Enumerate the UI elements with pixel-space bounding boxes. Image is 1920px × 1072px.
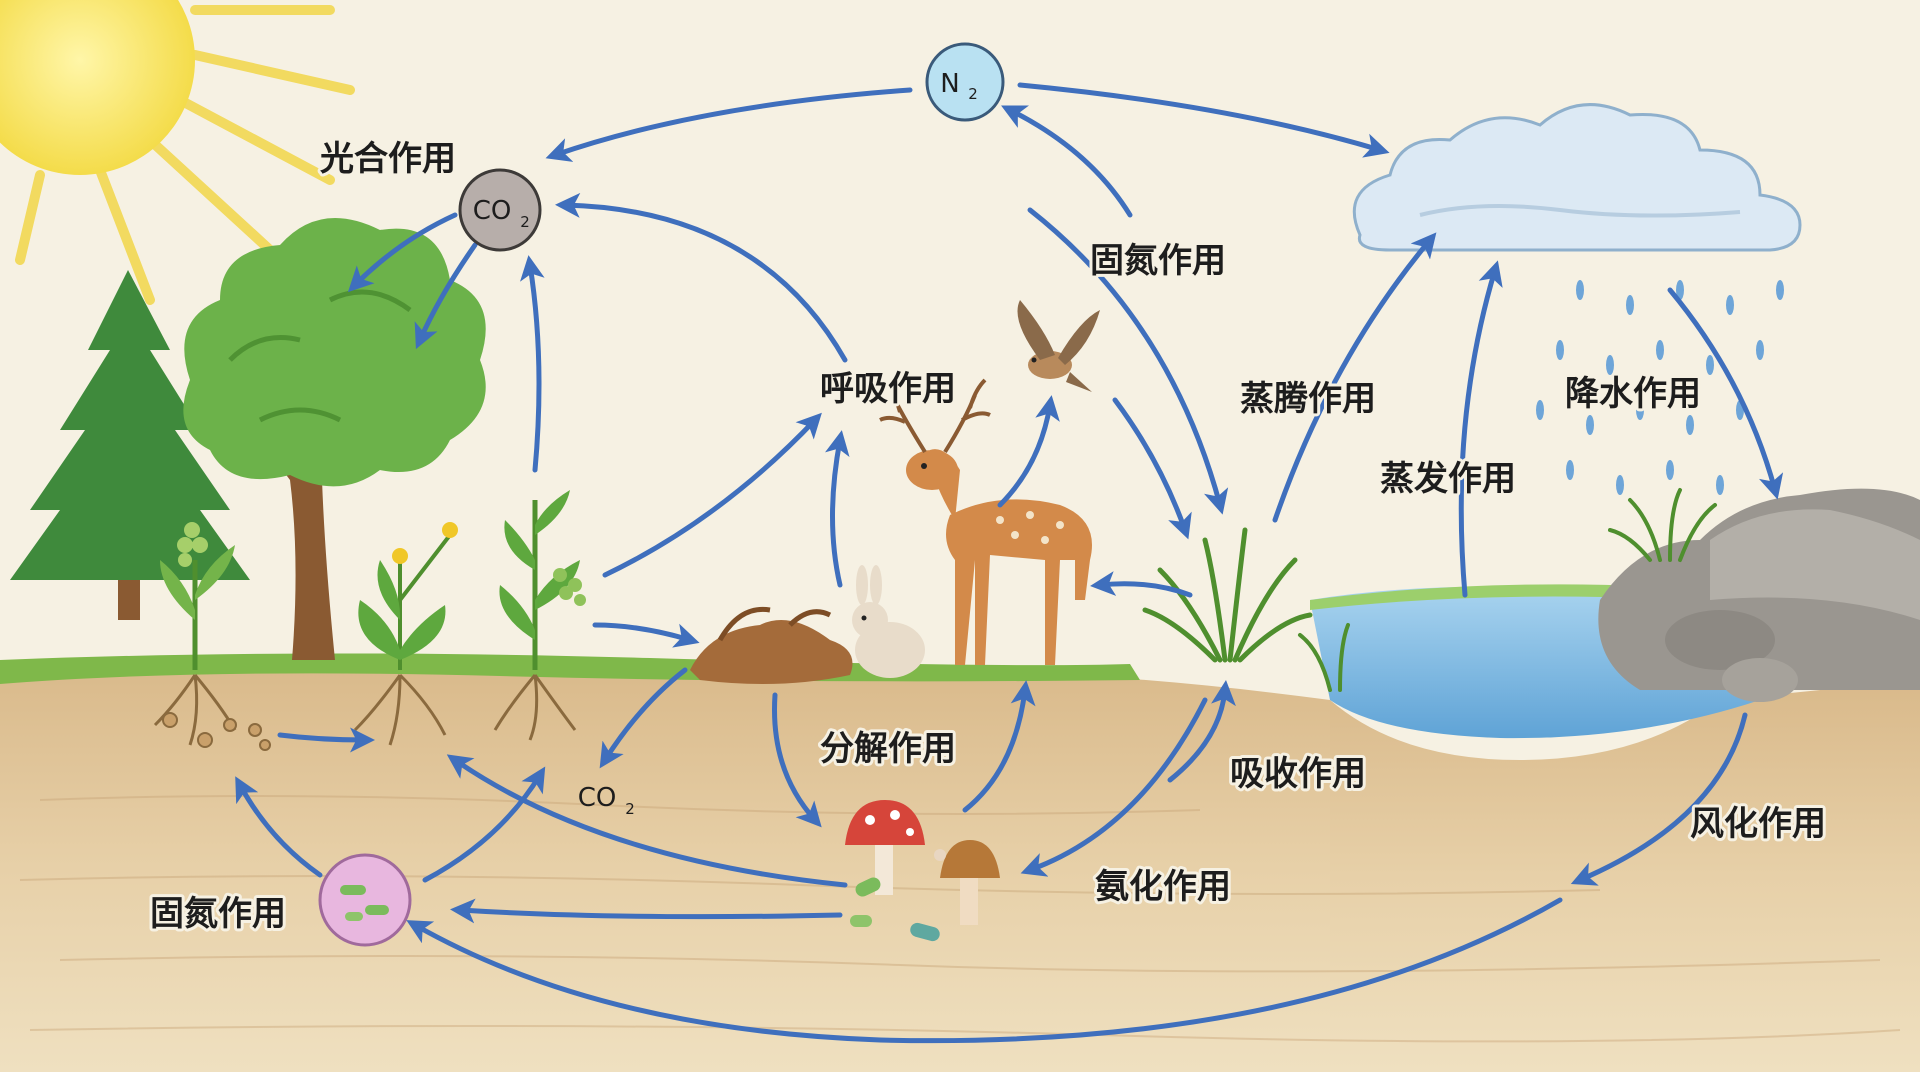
rocks: [1598, 488, 1920, 702]
label-nitrogen-fixation-soil: 固氮作用: [150, 894, 286, 934]
arrow-evaporation: [1458, 260, 1503, 598]
arrow-plants-to-co2: [519, 255, 545, 473]
arrow-deer-to-bird: [997, 395, 1060, 508]
co2-soil-symbol: CO: [578, 783, 617, 813]
microbes: [850, 877, 940, 942]
arrow-decomposition: [772, 692, 822, 828]
label-transpiration: 蒸腾作用: [1240, 379, 1376, 419]
co2-soil-subscript: 2: [625, 800, 635, 818]
soil-layer: [0, 661, 1330, 1072]
arrow-weathering-to-bacteria: [406, 897, 1563, 1044]
arrow-bacteria-to-roots: [422, 766, 546, 883]
label-absorption: 吸收作用: [1230, 754, 1366, 794]
marsh-grass: [1142, 527, 1313, 663]
sun: [0, 0, 355, 305]
flower-plant: [358, 522, 458, 670]
co2-top-subscript: 2: [520, 213, 530, 231]
arrow-n2-to-cloud: [1017, 82, 1390, 158]
arrow-weathering: [1570, 712, 1748, 886]
arrow-grass-to-deer: [1090, 571, 1193, 598]
label-precipitation: 降水作用: [1565, 374, 1701, 414]
lake-reeds: [1298, 488, 1717, 692]
nitrogen-fixing-bacteria: [318, 853, 412, 947]
deer: [879, 378, 1092, 665]
flow-arrows: [235, 82, 1784, 1044]
co2-node-soil: CO 2: [578, 783, 635, 818]
arrow-mushrooms-to-deer: [962, 680, 1036, 813]
arrow-co2-to-tree: [347, 212, 458, 293]
arrow-transpiration: [1272, 232, 1437, 523]
label-photosynthesis: 光合作用: [320, 139, 456, 179]
label-decomposition: 分解作用: [820, 729, 956, 769]
arrow-deer-to-respiration: [824, 430, 850, 588]
label-evaporation: 蒸发作用: [1380, 459, 1516, 499]
deciduous-tree: [183, 218, 486, 660]
soil-layer-right: [1330, 680, 1920, 1072]
pine-tree: [10, 270, 250, 620]
arrow-mushrooms-to-roots: [446, 754, 848, 888]
label-respiration: 呼吸作用: [820, 369, 956, 409]
rabbit: [852, 565, 925, 678]
arrow-nodules-to-roots: [277, 727, 375, 753]
arrow-n2-to-left: [545, 87, 913, 162]
arrow-respiration-to-co2: [555, 192, 848, 363]
grass-strip: [0, 653, 1140, 684]
arrow-bacteria-to-left-roots: [235, 776, 323, 878]
root-nodules: [162, 712, 271, 751]
n2-node: N 2: [925, 42, 1005, 122]
label-nitrogen-fixation-top: 固氮作用: [1090, 241, 1226, 281]
co2-node-top: CO 2: [458, 168, 542, 252]
n2-symbol: N: [940, 69, 959, 99]
bean-plant: [499, 490, 586, 670]
small-plant-left: [160, 522, 235, 670]
label-weathering: 风化作用: [1690, 804, 1826, 844]
arrow-plants-to-decay: [592, 622, 700, 648]
co2-top-symbol: CO: [473, 196, 512, 226]
arrow-absorption-up: [1167, 680, 1236, 783]
rain-cloud: [1352, 103, 1802, 252]
process-labels: 光合作用 固氮作用 呼吸作用 蒸腾作用 蒸发作用 降水作用 分解作用 吸收作用 …: [147, 136, 1829, 937]
raindrops: [1536, 280, 1784, 495]
arrow-bird-to-grass: [1112, 397, 1192, 540]
arrow-co2-to-tree-2: [414, 242, 478, 350]
n2-subscript: 2: [968, 85, 978, 103]
arrow-plants-to-respiration: [602, 412, 822, 578]
bird: [1017, 300, 1100, 392]
arrow-fixation-to-grass: [1027, 207, 1229, 515]
arrow-mushrooms-to-bacteria: [450, 898, 843, 924]
decaying-matter: [690, 606, 853, 684]
plant-roots: [153, 673, 577, 746]
mushrooms: [845, 800, 1000, 925]
arrow-precipitation: [1667, 287, 1784, 500]
label-ammonification: 氨化作用: [1095, 867, 1231, 907]
arrow-fixation-to-n2: [1001, 105, 1133, 218]
arrow-decay-to-co2: [599, 667, 688, 769]
arrow-ammonification: [1020, 697, 1208, 877]
